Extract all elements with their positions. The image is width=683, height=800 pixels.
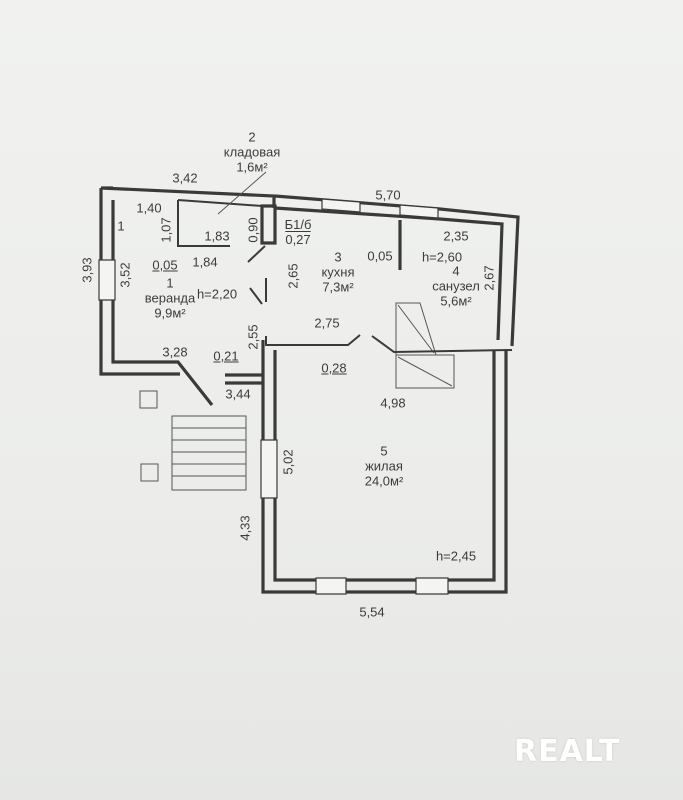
dim-0-28: 0,28 [321, 360, 347, 376]
window-kitchen-top-2 [399, 204, 439, 219]
dim-5-02: 5,02 [280, 449, 296, 475]
post-1 [139, 390, 158, 409]
wall-kitchen-lower [265, 278, 361, 346]
dim-1: 1 [117, 218, 125, 234]
window-veranda-left [98, 259, 116, 301]
dim-5-54: 5,54 [359, 604, 385, 620]
stair-sanuzel [395, 302, 437, 356]
wall-storage [177, 199, 263, 247]
wall-veranda-entry [225, 373, 263, 385]
dim-3-52: 3,52 [117, 262, 133, 288]
window-living-left [260, 439, 278, 499]
dim-2-75: 2,75 [314, 315, 340, 331]
room-label-kitchen: 3 кухня 7,3м² [321, 249, 355, 295]
room-label-sanuzel: 4 санузел 5,6м² [432, 263, 480, 309]
dim-0-05-right: 0,05 [367, 248, 393, 264]
dim-5-70: 5,70 [375, 187, 401, 203]
dim-3-93: 3,93 [79, 257, 95, 283]
window-kitchen-top [321, 198, 361, 213]
dim-3-28: 3,28 [162, 344, 188, 360]
dim-h-2-60: h=2,60 [421, 249, 463, 265]
dim-2-55: 2,55 [245, 324, 261, 350]
dim-h-2-20: h=2,20 [196, 286, 238, 302]
dim-0-21: 0,21 [213, 348, 239, 364]
window-living-bottom-1 [315, 577, 347, 595]
dim-4-33: 4,33 [237, 515, 253, 541]
dim-0-90: 0,90 [245, 217, 261, 243]
room-label-veranda: 1 веранда 9,9м² [144, 275, 196, 321]
dim-h-2-45: h=2,45 [435, 548, 477, 564]
dim-1-07: 1,07 [158, 217, 174, 243]
realt-watermark-logo: REALT [514, 734, 621, 769]
wall-veranda-outer [99, 186, 276, 376]
dim-1-40: 1,40 [136, 200, 162, 216]
post-2 [140, 463, 159, 482]
dim-3-42: 3,42 [172, 170, 198, 186]
storage-leader-line [217, 171, 267, 215]
wall-storage-kitchen [260, 204, 277, 245]
door-kitchen [371, 335, 513, 354]
dim-4-98: 4,98 [380, 395, 406, 411]
stair-sanuzel-lower [395, 354, 455, 389]
entrance-stairs [171, 415, 247, 491]
dim-1-83: 1,83 [204, 228, 230, 244]
door-veranda [247, 245, 266, 305]
dim-3-44: 3,44 [225, 386, 251, 402]
dim-2-67: 2,67 [481, 265, 497, 291]
dim-2-65: 2,65 [285, 263, 301, 289]
dim-0-05-left: 0,05 [152, 257, 178, 273]
room-label-living: 5 жилая 24,0м² [364, 443, 404, 489]
dim-2-35: 2,35 [443, 228, 469, 244]
window-living-bottom-2 [415, 577, 449, 595]
dim-1-84: 1,84 [192, 254, 218, 270]
room-label-storage: 2 кладовая 1,6м² [223, 129, 281, 175]
room-label-b1b: Б1/б 0,27 [284, 217, 312, 247]
